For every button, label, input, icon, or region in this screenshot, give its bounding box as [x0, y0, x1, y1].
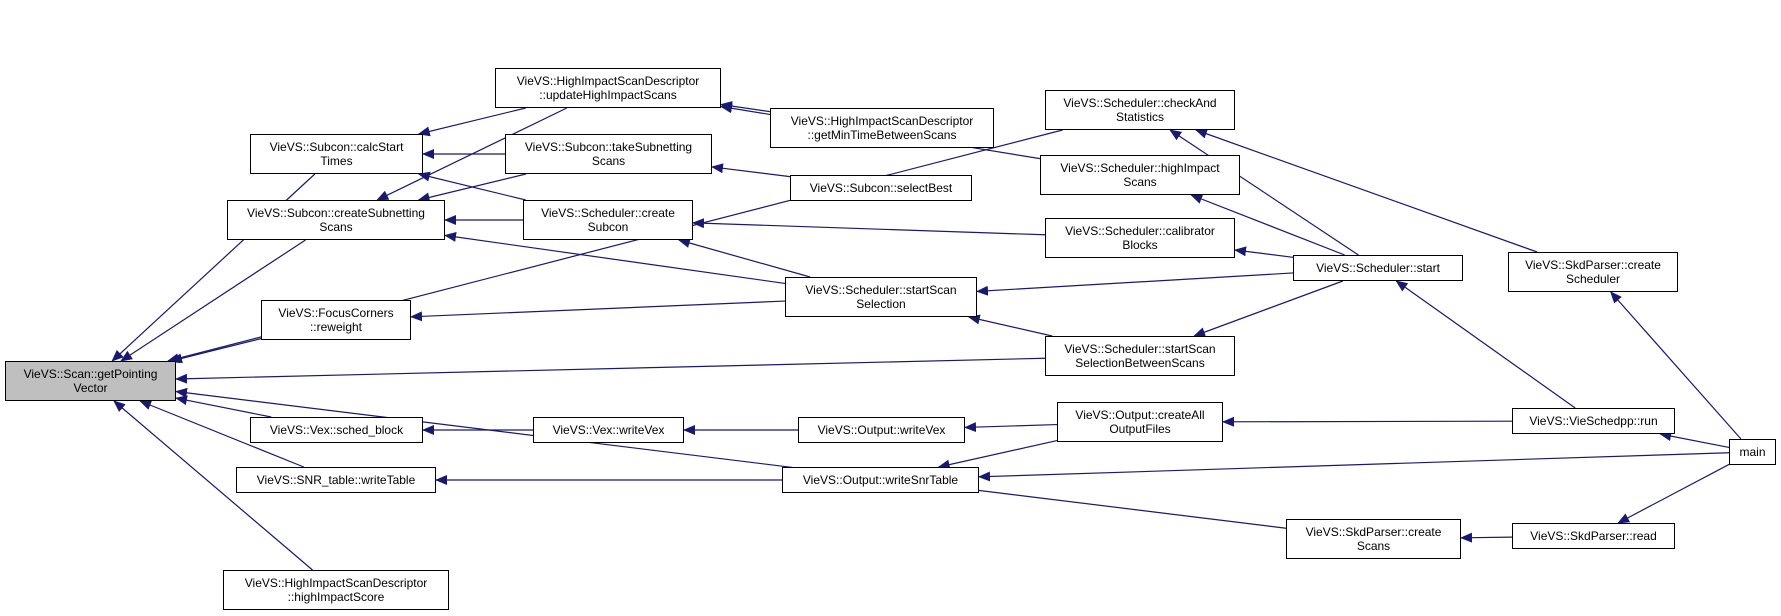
node-label: VieVS::Scheduler::highImpact Scans	[1060, 161, 1220, 189]
node-vieschedpp-run[interactable]: VieVS::VieSchedpp::run	[1512, 408, 1675, 434]
node-subcon-selectbest[interactable]: VieVS::Subcon::selectBest	[790, 175, 972, 201]
call-edge	[1610, 291, 1742, 440]
call-edge	[964, 422, 1058, 433]
node-skdparser-read[interactable]: VieVS::SkdParser::read	[1512, 523, 1675, 549]
node-subcon-createsubnettingscans[interactable]: VieVS::Subcon::createSubnetting Scans	[227, 200, 445, 240]
node-label: main	[1739, 445, 1766, 459]
call-edge	[1617, 463, 1730, 524]
call-edge	[175, 395, 272, 418]
node-skdparser-createscheduler[interactable]: VieVS::SkdParser::create Scheduler	[1508, 252, 1678, 292]
node-scheduler-startscanselection[interactable]: VieVS::Scheduler::startScan Selection	[785, 277, 977, 317]
node-label: VieVS::HighImpactScanDescriptor ::getMin…	[790, 114, 974, 142]
node-label: VieVS::SkdParser::create Scheduler	[1525, 258, 1661, 286]
node-vex-writevex[interactable]: VieVS::Vex::writeVex	[533, 417, 684, 443]
node-output-writevex[interactable]: VieVS::Output::writeVex	[798, 417, 965, 443]
call-edge	[1169, 129, 1359, 256]
call-edge	[175, 387, 1287, 529]
call-edge	[139, 400, 304, 468]
node-highimpact-updatehighimpactscans[interactable]: VieVS::HighImpactScanDescriptor ::update…	[495, 68, 721, 108]
node-focuscorners-reweight[interactable]: VieVS::FocusCorners ::reweight	[261, 300, 411, 340]
node-scheduler-startscanselectionbetweenscans[interactable]: VieVS::Scheduler::startScan SelectionBet…	[1045, 336, 1235, 376]
call-edge	[677, 238, 811, 278]
call-edge	[417, 173, 527, 203]
node-highimpact-getmintimebetweenscans[interactable]: VieVS::HighImpactScanDescriptor ::getMin…	[770, 108, 994, 148]
node-label: VieVS::HighImpactScanDescriptor ::update…	[516, 74, 700, 102]
node-label: VieVS::Scheduler::create Subcon	[541, 206, 675, 234]
call-edge	[410, 300, 786, 322]
node-label: VieVS::Scheduler::checkAnd Statistics	[1063, 96, 1217, 124]
node-label: VieVS::SkdParser::create Scans	[1305, 525, 1442, 553]
node-subcon-takesubnettingscans[interactable]: VieVS::Subcon::takeSubnetting Scans	[505, 134, 712, 174]
call-edge	[120, 239, 306, 362]
node-vex-sched-block[interactable]: VieVS::Vex::sched_block	[250, 417, 423, 443]
call-edge	[720, 101, 771, 113]
call-edge	[976, 272, 1294, 296]
node-subcon-calcstarttimes[interactable]: VieVS::Subcon::calcStart Times	[250, 134, 423, 174]
node-label: VieVS::FocusCorners ::reweight	[278, 306, 394, 334]
node-label: VieVS::Vex::writeVex	[552, 423, 665, 437]
call-edge	[417, 107, 526, 137]
node-snr-table-writetable[interactable]: VieVS::SNR_table::writeTable	[236, 467, 436, 493]
node-label: VieVS::Output::createAll OutputFiles	[1075, 408, 1205, 436]
call-edge	[1194, 128, 1538, 253]
call-edges	[111, 101, 1742, 571]
node-scheduler-calibratorblocks[interactable]: VieVS::Scheduler::calibrator Blocks	[1045, 218, 1235, 258]
node-label: VieVS::Subcon::selectBest	[809, 181, 953, 195]
node-skdparser-createscans[interactable]: VieVS::SkdParser::create Scans	[1286, 519, 1461, 559]
node-highimpact-highimpactscore[interactable]: VieVS::HighImpactScanDescriptor ::highIm…	[223, 570, 449, 610]
node-label: VieVS::Output::writeSnrTable	[802, 473, 959, 487]
node-label: VieVS::Scheduler::start	[1316, 261, 1440, 275]
call-edge	[175, 357, 1046, 384]
call-edge	[937, 439, 1058, 470]
node-label: VieVS::Scheduler::calibrator Blocks	[1065, 224, 1215, 252]
node-label: VieVS::VieSchedpp::run	[1529, 414, 1658, 428]
node-label: VieVS::Scheduler::startScan SelectionBet…	[1064, 342, 1216, 370]
node-label: VieVS::Scan::getPointing Vector	[23, 367, 158, 395]
node-scan-getpointingvector: VieVS::Scan::getPointing Vector	[5, 361, 176, 401]
node-main[interactable]: main	[1729, 439, 1776, 465]
call-edge	[1193, 280, 1344, 337]
call-edge	[1395, 280, 1576, 409]
node-scheduler-checkandstatistics[interactable]: VieVS::Scheduler::checkAnd Statistics	[1045, 90, 1235, 130]
call-edge	[113, 400, 313, 571]
call-edge	[376, 107, 568, 201]
node-scheduler-start[interactable]: VieVS::Scheduler::start	[1293, 255, 1463, 281]
node-scheduler-highimpactscans[interactable]: VieVS::Scheduler::highImpact Scans	[1040, 155, 1240, 195]
call-edge	[711, 163, 791, 178]
call-edge	[1190, 194, 1345, 256]
call-edge	[170, 338, 262, 364]
node-label: VieVS::Subcon::createSubnetting Scans	[247, 206, 425, 234]
node-label: VieVS::Subcon::calcStart Times	[269, 140, 404, 168]
node-label: VieVS::Output::writeVex	[817, 423, 946, 437]
call-edge	[978, 452, 1730, 482]
node-label: VieVS::Subcon::takeSubnetting Scans	[524, 140, 693, 168]
call-edge	[967, 314, 1053, 337]
node-label: VieVS::HighImpactScanDescriptor ::highIm…	[244, 576, 428, 604]
node-label: VieVS::SNR_table::writeTable	[256, 473, 416, 487]
node-label: VieVS::Vex::sched_block	[269, 423, 404, 437]
node-output-createalloutputfiles[interactable]: VieVS::Output::createAll OutputFiles	[1057, 402, 1223, 442]
call-edge	[444, 231, 786, 285]
call-edge	[1460, 532, 1513, 543]
call-edge	[692, 218, 1046, 236]
call-edge	[1659, 431, 1730, 449]
node-output-writesnrtable[interactable]: VieVS::Output::writeSnrTable	[782, 467, 979, 493]
call-edge	[1234, 246, 1294, 258]
call-edge	[1222, 416, 1513, 427]
node-label: VieVS::SkdParser::read	[1530, 529, 1657, 543]
node-scheduler-createsubcon[interactable]: VieVS::Scheduler::create Subcon	[523, 200, 693, 240]
node-label: VieVS::Scheduler::startScan Selection	[805, 283, 957, 311]
